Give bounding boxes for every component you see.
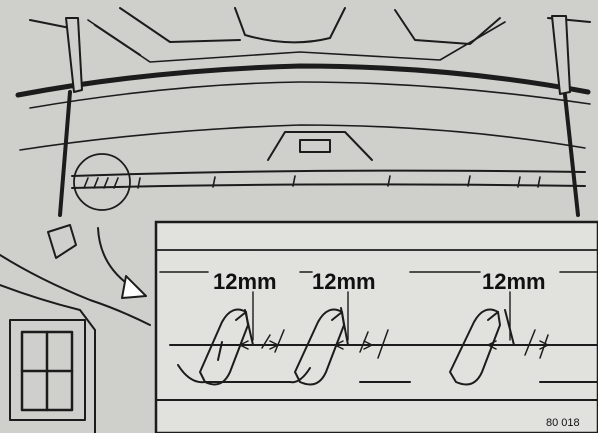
rear-window-frame (19, 124, 586, 151)
left-hinge-base (47, 224, 77, 259)
trunk-lid-panel-left (94, 7, 241, 56)
trunk-lid-panel-right (394, 9, 501, 45)
seal-strip-top (71, 169, 586, 177)
tail-lamp-grid (20, 330, 74, 412)
inset-seal-strip-bottom (177, 364, 598, 384)
seal-clip-1 (199, 308, 254, 386)
right-hinge-strut (551, 15, 571, 95)
detail-magnifier-circle (73, 153, 131, 211)
left-support-rod (58, 90, 72, 217)
tail-lamp-housing (9, 319, 86, 421)
seal-strip-bottom (71, 183, 586, 189)
trunk-lid-edge (15, 63, 591, 98)
rear-fender-left-lower (0, 284, 96, 433)
detail-inset-frame (154, 220, 598, 433)
callout-label-2: 12mm (312, 269, 376, 294)
trunk-lid-edge-inner (29, 81, 591, 109)
callout-leaders (252, 291, 511, 341)
trunk-lid-panel-center (234, 7, 346, 44)
seal-strip-clips (83, 175, 541, 189)
left-hinge-strut (65, 17, 83, 93)
third-brake-light-lens (299, 139, 331, 153)
trunk-illustration (0, 7, 591, 433)
rear-fender-left (0, 254, 151, 326)
callout-label-3: 12mm (482, 269, 546, 294)
seal-clip-2 (294, 307, 349, 386)
third-brake-light (267, 131, 373, 161)
detail-inset: 12mm 12mm 12mm 80 018 (154, 220, 598, 433)
detail-pointer-arrowhead (121, 275, 147, 299)
measurement-arrows (239, 329, 549, 359)
figure-reference-number: 80 018 (546, 417, 580, 429)
trunk-lid-outline (29, 17, 591, 29)
right-support-rod (563, 93, 580, 217)
callout-label-1: 12mm (213, 269, 277, 294)
